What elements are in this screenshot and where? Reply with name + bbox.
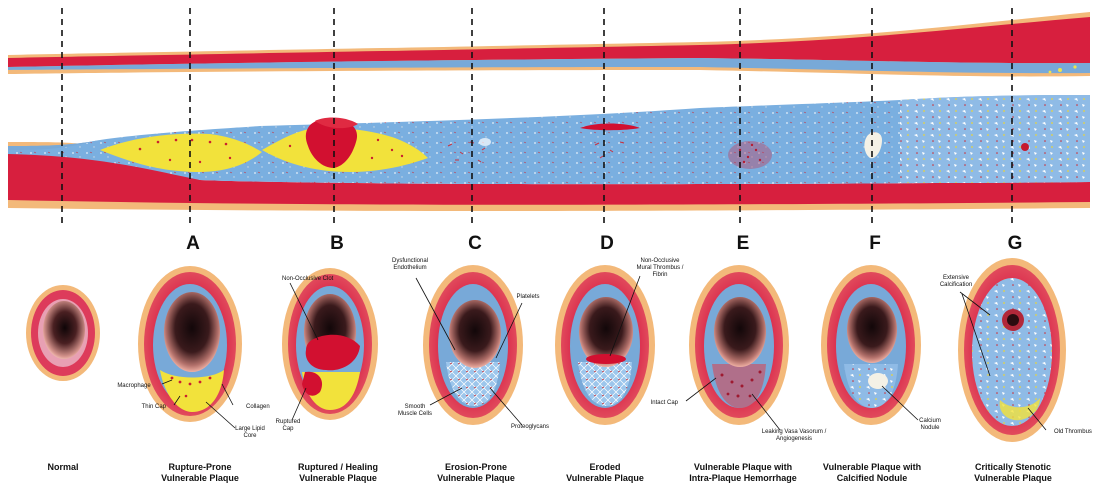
section-letter-e: E [737,233,750,254]
annotation-ruptured-healing-1: RupturedCap [276,419,301,432]
f-lumen [847,297,897,363]
annotation-line: Platelets [516,294,539,300]
caption-line: Vulnerable Plaque [437,473,515,483]
annotation-intraplaque-hemorrhage-1: Leaking Vasa Vasorum /Angiogenesis [762,429,827,442]
normal-lumen [43,301,85,359]
annotation-rupture-prone-2: Collagen [246,404,270,410]
cross-section-f [821,265,921,425]
cross-section-b [282,268,378,420]
calcified-region-g [900,95,1090,183]
annotation-line: Leaking Vasa Vasorum / [762,429,827,435]
annotation-line: Angiogenesis [776,436,812,442]
caption-line: Intra-Plaque Hemorrhage [689,473,797,483]
section-letter-a: A [186,233,200,254]
caption-line: Vulnerable Plaque with [823,462,921,472]
annotation-line: Calcium [919,418,941,424]
annotation-line: Muscle Cells [398,411,432,417]
section-letter-c: C [468,233,482,254]
caption-normal: Normal [47,462,78,472]
caption-line: Vulnerable Plaque [299,473,377,483]
section-letter-b: B [330,233,344,254]
annotation-rupture-prone-1: Thin Cap [142,404,167,410]
annotation-line: Fibrin [652,272,667,278]
annotation-line: Mural Thrombus / [637,265,684,271]
annotation-critically-stenotic-1: Old Thrombus [1054,429,1092,435]
cross-section-normal [26,285,100,381]
longitudinal-artery [8,12,1090,211]
annotation-line: Old Thrombus [1054,429,1092,435]
annotation-line: Ruptured [276,419,301,425]
a-lumen [164,292,220,372]
cross-section-d [555,265,655,425]
e-lumen [714,297,766,367]
old-thrombus-g [1021,143,1029,151]
g-lumen [1007,314,1019,326]
annotation-line: Large Lipid [235,426,265,432]
annotation-line: Cap [282,426,294,432]
annotation-rupture-prone-3: Large LipidCore [235,426,265,439]
annotation-line: Proteoglycans [511,424,549,430]
annotation-line: Thin Cap [142,404,167,410]
caption-line: Rupture-Prone [169,462,232,472]
annotation-intraplaque-hemorrhage-0: Intact Cap [651,400,679,406]
section-letter-g: G [1008,233,1023,254]
annotation-line: Extensive [943,275,970,281]
g-plaque [972,278,1052,426]
f-calcium-nodule [868,373,888,389]
section-letters: A B C D E F G [186,233,1022,254]
cross-section-e [689,265,789,425]
caption-line: Ruptured / Healing [298,462,378,472]
caption-line: Normal [47,462,78,472]
annotation-line: Dysfunctional [392,258,428,264]
caption-line: Vulnerable Plaque [566,473,644,483]
caption-line: Calcified Nodule [837,473,908,483]
endothelium-patch-c [479,138,491,146]
section-letter-d: D [600,233,614,254]
annotation-line: Non-Occlusive [640,258,680,264]
annotation-line: Macrophage [117,383,151,389]
annotation-line: Calcification [940,282,972,288]
caption-line: Vulnerable Plaque [974,473,1052,483]
section-letter-f: F [869,233,881,254]
annotation-line: Intact Cap [651,400,679,406]
annotation-erosion-prone-1: Platelets [516,294,539,300]
annotation-line: Smooth [405,404,426,410]
annotation-line: Nodule [920,425,940,431]
cross-section-g [958,258,1066,442]
cross-section-a [138,266,242,422]
annotation-ruptured-healing-0: Non-Occlusive Clot [282,276,334,282]
caption-line: Erosion-Prone [445,462,507,472]
caption-line: Critically Stenotic [975,462,1051,472]
annotation-line: Collagen [246,404,270,410]
annotation-line: Non-Occlusive Clot [282,276,334,282]
c-lumen [449,300,501,368]
annotation-erosion-prone-3: Proteoglycans [511,424,549,430]
caption-line: Eroded [589,462,620,472]
d-mural-thrombus [586,354,626,364]
annotation-line: Endothelium [393,265,426,271]
annotation-rupture-prone-0: Macrophage [117,383,151,389]
annotation-line: Core [243,433,257,439]
caption-line: Vulnerable Plaque with [694,462,792,472]
caption-line: Vulnerable Plaque [161,473,239,483]
hemorrhage-e [728,141,772,169]
